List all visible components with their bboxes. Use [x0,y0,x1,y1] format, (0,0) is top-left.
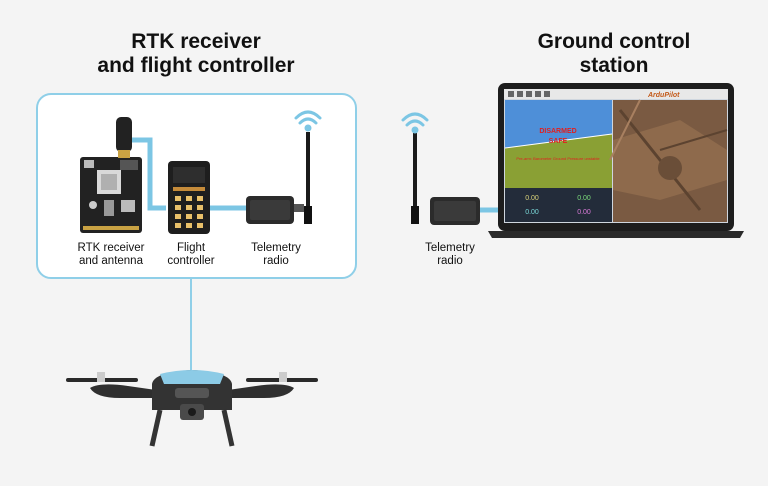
wifi-signal-icon-right [401,112,429,134]
telemetry-right-label-line-2: radio [437,255,463,267]
rtk-receiver-board [80,157,142,233]
drone [66,370,318,447]
telemetry-right-label-line-1: Telemetry [425,242,475,254]
antenna-cable [124,137,166,211]
onboard-title-line-1: RTK receiver [131,30,261,53]
gcs-readout-4: 0.00 [577,209,591,216]
telemetry-right-label: Telemetry radio [414,242,486,268]
telemetry-left-label-line-1: Telemetry [251,242,301,254]
wifi-signal-icon-left [294,110,322,132]
laptop: ArduPilot DISARMED SAFE Pre-arm: Baromet… [488,83,744,238]
onboard-title-line-2: and flight controller [97,54,295,77]
gcs-readout-1: 0.00 [525,195,539,202]
flight-controller-label: Flight controller [160,242,222,268]
flight-controller-label-line-1: Flight [176,242,206,254]
flight-controller-label-line-2: controller [167,255,215,267]
gnss-antenna [116,117,132,158]
telemetry-radio-left [246,132,312,224]
gcs-brand-text: ArduPilot [647,92,680,99]
rtk-label: RTK receiver and antenna [64,242,158,268]
gcs-readout-2: 0.00 [577,195,591,202]
onboard-section-title: RTK receiver and flight controller [78,30,314,78]
gcs-title-line-2: station [579,54,649,77]
gcs-title-line-1: Ground control [537,30,691,53]
gcs-section-title: Ground control station [510,30,718,78]
gcs-warning-text: Pre-arm: Barometer Ground Pressure unsta… [516,156,600,161]
telemetry-left-label: Telemetry radio [240,242,312,268]
rtk-label-line-1: RTK receiver [77,242,145,254]
telemetry-radio-right [411,133,480,225]
gcs-status-top: DISARMED [539,128,576,135]
rtk-label-line-2: and antenna [79,255,143,267]
gcs-readout-3: 0.00 [525,209,539,216]
telemetry-left-label-line-2: radio [263,255,289,267]
flight-controller [168,161,210,234]
gcs-status-bottom: SAFE [549,138,568,145]
